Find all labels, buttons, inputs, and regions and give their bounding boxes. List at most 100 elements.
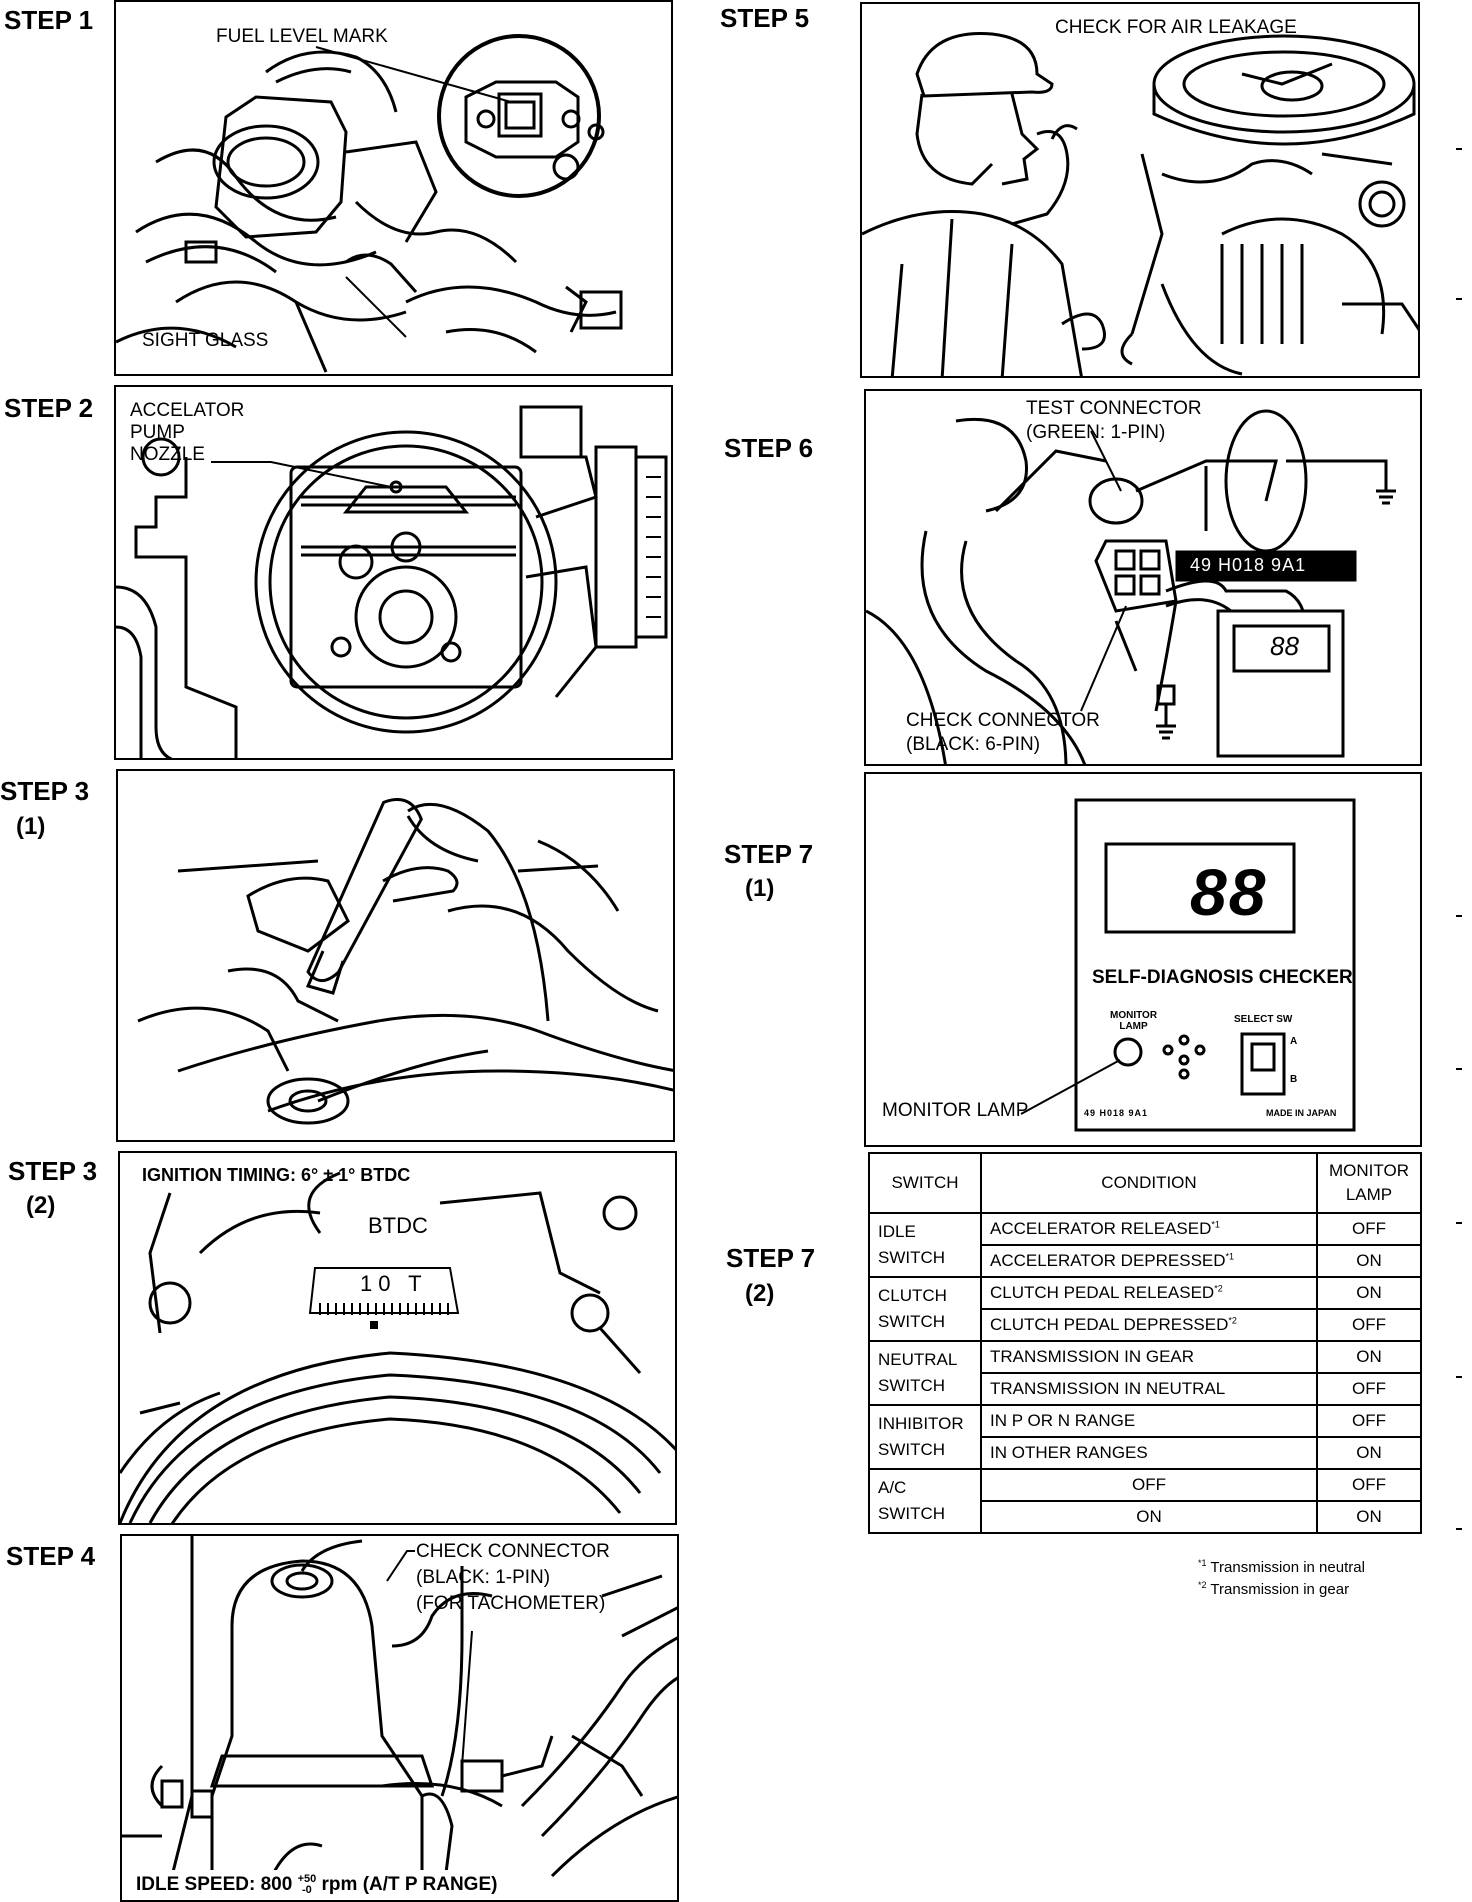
lamp-cell: OFF [1316, 1404, 1422, 1438]
table-row: INHIBITOR SWITCH IN P OR N RANGE OFF [868, 1404, 1422, 1470]
switch-cell: IDLE SWITCH [868, 1212, 982, 1278]
monitor-lamp-small-label: MONITOR LAMP [1110, 1010, 1157, 1032]
monitor-lamp-label: MONITOR LAMP [882, 1100, 1029, 1121]
step-3-label: STEP 3 [0, 776, 90, 806]
air-leakage-illustration [862, 32, 1418, 376]
table-row: NEUTRAL SWITCH TRANSMISSION IN GEAR ON [868, 1340, 1422, 1406]
step-6-label: STEP 6 [724, 433, 814, 463]
footnote-2-mark: *2 [1198, 1580, 1207, 1590]
header-condition: CONDITION [980, 1152, 1318, 1214]
check-connector-illustration [122, 1536, 677, 1900]
switch-cell: INHIBITOR SWITCH [868, 1404, 982, 1470]
ignition-timing-label: IGNITION TIMING: 6° ± 1° BTDC [142, 1165, 411, 1185]
condition-text: CLUTCH PEDAL DEPRESSED [990, 1315, 1229, 1334]
idle-speed-tolerance: +50 -0 [297, 1872, 317, 1896]
lamp-cell: ON [1316, 1436, 1422, 1470]
step-1-panel: FUEL LEVEL MARK SIGHT GLASS [114, 0, 673, 376]
step-2-label: STEP 2 [4, 393, 94, 423]
step-5-label: STEP 5 [720, 3, 810, 33]
test-connector-illustration [866, 409, 1396, 764]
switch-a-label: A [1290, 1036, 1298, 1047]
condition-text: ON [1136, 1507, 1162, 1526]
table-row: CLUTCH SWITCH CLUTCH PEDAL RELEASED*2 ON [868, 1276, 1422, 1342]
switch-cell: CLUTCH SWITCH [868, 1276, 982, 1342]
footnote-mark: *1 [1225, 1251, 1235, 1262]
checker-part-number: 49 H018 9A1 [1084, 1108, 1149, 1118]
idle-speed-suffix: rpm (A/T P RANGE) [321, 1874, 498, 1895]
check-connector-line-3: (FOR TACHOMETER) [416, 1593, 606, 1614]
monitor-small-line: MONITOR [1110, 1010, 1158, 1021]
switch-name: NEUTRAL [878, 1350, 958, 1369]
timing-scale-label: 10 T [360, 1271, 428, 1296]
step-3-sub-2: (2) [26, 1192, 56, 1219]
step-7-label: STEP 7 [724, 839, 814, 869]
table-row: ACCELERATOR DEPRESSED*1 ON [869, 1244, 1422, 1278]
monitor-lamp-table: SWITCH CONDITION MONITOR LAMP IDLE SWITC… [868, 1152, 1422, 1534]
footnote-mark: *2 [1228, 1315, 1237, 1326]
lamp-small-line: LAMP [1119, 1021, 1148, 1032]
timing-light-illustration [137, 798, 673, 1125]
lamp-cell: OFF [1316, 1212, 1422, 1246]
condition-cell: ACCELERATOR DEPRESSED*1 [980, 1244, 1318, 1278]
test-connector-line-1: TEST CONNECTOR [1026, 398, 1202, 419]
switch-cell: A/C SWITCH [868, 1468, 982, 1534]
test-connector-line-2: (GREEN: 1-PIN) [1026, 422, 1166, 443]
edge-mark [1456, 1222, 1462, 1224]
lamp-cell: ON [1316, 1340, 1422, 1374]
switch-b-label: B [1290, 1074, 1298, 1085]
sight-glass-label: SIGHT GLASS [142, 330, 269, 351]
step-3-sub-1: (1) [16, 813, 46, 840]
accelator-line-2: PUMP [130, 422, 185, 443]
footnote-mark: *2 [1214, 1283, 1223, 1294]
step-2-panel: ACCELATOR PUMP NOZZLE [114, 385, 673, 760]
switch-word: SWITCH [878, 1312, 946, 1331]
step-3b-label: STEP 3 [8, 1156, 98, 1186]
header-switch: SWITCH [868, 1152, 982, 1214]
table-row: IDLE SWITCH ACCELERATOR RELEASED*1 OFF [868, 1212, 1422, 1278]
condition-cell: IN P OR N RANGE [980, 1404, 1318, 1438]
switch-word: SWITCH [878, 1504, 946, 1523]
step-1-label: STEP 1 [4, 5, 94, 35]
footnote-2-text: Transmission in gear [1210, 1581, 1350, 1598]
footnote-mark: *1 [1211, 1219, 1220, 1230]
tolerance-plus: +50 [297, 1872, 317, 1885]
footnote-1-text: Transmission in neutral [1210, 1559, 1365, 1576]
condition-text: CLUTCH PEDAL RELEASED [990, 1283, 1215, 1302]
throttle-body-illustration [116, 405, 668, 758]
idle-speed-label: IDLE SPEED: 800 +50 -0 rpm (A/T P RANGE) [130, 1870, 504, 1900]
switch-name: IDLE [878, 1222, 916, 1241]
condition-cell: IN OTHER RANGES [980, 1436, 1318, 1470]
condition-cell: CLUTCH PEDAL RELEASED*2 [980, 1276, 1318, 1310]
condition-text: ACCELERATOR DEPRESSED [990, 1251, 1226, 1270]
condition-text: ACCELERATOR RELEASED [990, 1219, 1212, 1238]
header-lamp-line: LAMP [1345, 1185, 1393, 1204]
edge-mark [1456, 148, 1462, 150]
checker-display-digits: 88 [1190, 855, 1268, 929]
condition-cell: TRANSMISSION IN GEAR [980, 1340, 1318, 1374]
step-7b-label: STEP 7 [726, 1243, 816, 1273]
check-connector-line-1: CHECK CONNECTOR [416, 1541, 610, 1562]
table-row: CLUTCH PEDAL DEPRESSED*2 OFF [869, 1308, 1422, 1342]
step-7-sub-2: (2) [745, 1280, 775, 1307]
switch-word: SWITCH [878, 1248, 946, 1267]
check-connector-6pin-label: CHECK CONNECTOR (BLACK: 6-PIN) [906, 709, 1100, 757]
check-connector-tach-label: CHECK CONNECTOR (BLACK: 1-PIN) (FOR TACH… [416, 1539, 610, 1617]
switch-name: A/C [878, 1478, 907, 1497]
lamp-cell: OFF [1316, 1308, 1422, 1342]
accelator-line-1: ACCELATOR [130, 400, 245, 421]
footnote-2: *2 Transmission in gear [1198, 1580, 1349, 1598]
timing-mark-illustration [120, 1171, 675, 1523]
condition-text: OFF [1132, 1475, 1166, 1494]
fuel-level-mark-label: FUEL LEVEL MARK [216, 26, 388, 47]
condition-text: TRANSMISSION IN NEUTRAL [990, 1379, 1226, 1398]
switch-name: CLUTCH [878, 1286, 947, 1305]
lamp-cell: ON [1316, 1500, 1422, 1534]
header-monitor-lamp: MONITOR LAMP [1316, 1152, 1422, 1214]
lamp-cell: ON [1316, 1244, 1422, 1278]
step-4-panel: CHECK CONNECTOR (BLACK: 1-PIN) (FOR TACH… [120, 1534, 679, 1902]
small-checker-display: 88 [1270, 631, 1299, 661]
tolerance-minus: -0 [302, 1883, 312, 1896]
btdc-label: BTDC [368, 1213, 428, 1238]
air-leakage-title: CHECK FOR AIR LEAKAGE [1055, 17, 1297, 38]
edge-mark [1456, 1068, 1462, 1070]
